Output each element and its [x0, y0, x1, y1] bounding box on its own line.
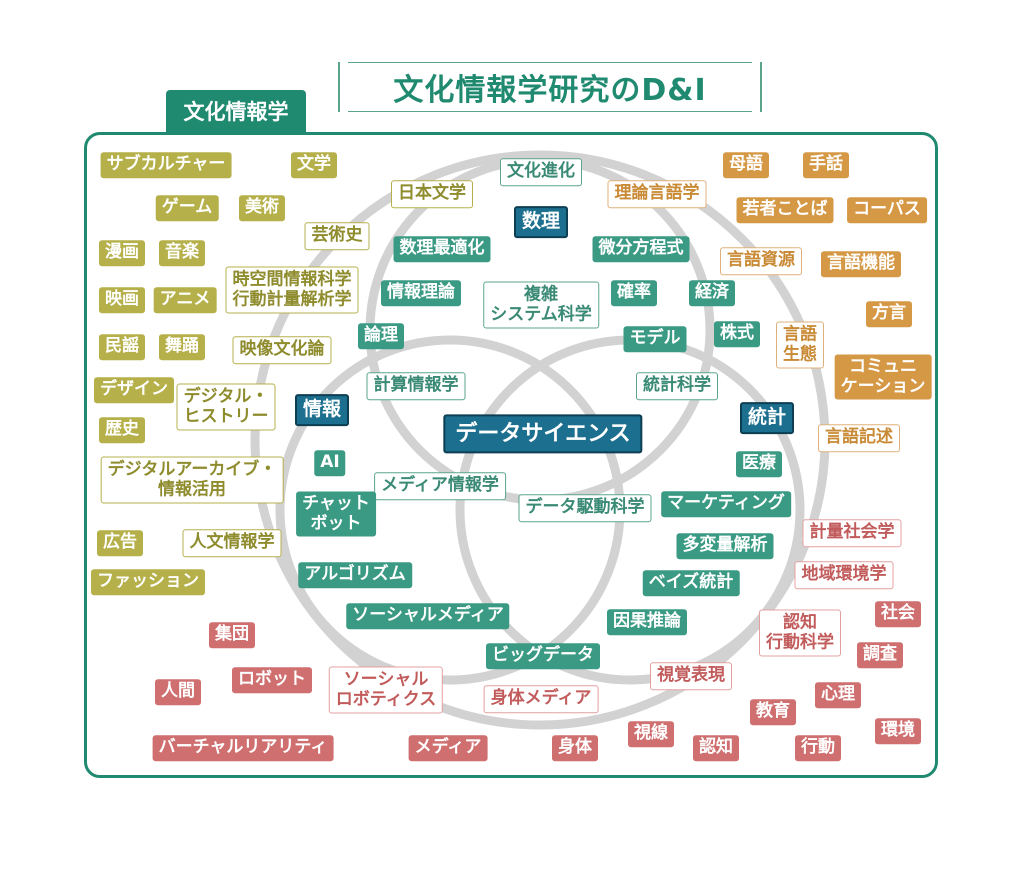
topic-tag: 民謡	[99, 334, 145, 360]
topic-tag: AI	[314, 450, 346, 476]
topic-tag: 情報	[294, 394, 350, 426]
topic-tag: 視覚表現	[650, 662, 732, 690]
topic-tag: サブカルチャー	[100, 152, 232, 178]
topic-tag: 計算情報学	[366, 372, 466, 400]
topic-tag: 文化進化	[500, 158, 582, 186]
topic-tag: 株式	[714, 321, 760, 347]
topic-tag: 情報理論	[381, 280, 461, 306]
topic-tag: 漫画	[99, 240, 145, 266]
culture-informatics-frame	[84, 132, 938, 778]
topic-tag: ビッグデータ	[486, 643, 600, 669]
topic-tag: 映像文化論	[232, 336, 332, 364]
topic-tag: 身体メディア	[483, 685, 599, 713]
topic-tag: 認知	[693, 735, 739, 761]
topic-tag: 言語機能	[821, 251, 901, 277]
topic-tag: メディア	[408, 735, 488, 761]
topic-tag: 計量社会学	[802, 519, 902, 547]
title-box: 文化情報学研究のD&I	[338, 62, 762, 112]
topic-tag: 行動	[795, 735, 841, 761]
topic-tag: 方言	[866, 301, 912, 327]
topic-tag: 広告	[97, 530, 143, 556]
topic-tag: データサイエンス	[443, 414, 643, 454]
topic-tag: 確率	[611, 280, 657, 306]
topic-tag: データ駆動科学	[518, 494, 652, 522]
topic-tag: 医療	[736, 451, 782, 477]
topic-tag: 微分方程式	[592, 236, 690, 262]
topic-tag: 言語資源	[720, 247, 802, 275]
topic-tag: デザイン	[94, 377, 174, 403]
topic-tag: ロボット	[232, 667, 312, 693]
topic-tag: チャット ボット	[296, 491, 376, 537]
topic-tag: 身体	[552, 735, 598, 761]
topic-tag: 母語	[723, 152, 769, 178]
topic-tag: 理論言語学	[607, 180, 707, 208]
topic-tag: 歴史	[99, 417, 145, 443]
topic-tag: ゲーム	[155, 195, 219, 221]
topic-tag: 舞踊	[159, 334, 205, 360]
topic-tag: 若者ことば	[736, 197, 834, 223]
topic-tag: 認知 行動科学	[759, 609, 841, 657]
topic-tag: 多変量解析	[676, 533, 774, 559]
topic-tag: 手話	[803, 152, 849, 178]
topic-tag: 時空間情報科学 行動計量解析学	[225, 266, 359, 314]
topic-tag: メディア情報学	[374, 472, 506, 500]
topic-tag: アルゴリズム	[298, 562, 412, 588]
topic-tag: 数理最適化	[393, 236, 491, 262]
topic-tag: 数理	[513, 206, 569, 238]
topic-tag: ファッション	[91, 569, 205, 595]
topic-tag: 因果推論	[607, 609, 687, 635]
topic-tag: 視線	[628, 721, 674, 747]
topic-tag: 言語 生態	[776, 321, 824, 369]
topic-tag: コーパス	[847, 197, 927, 223]
topic-tag: 映画	[99, 287, 145, 313]
topic-tag: 調査	[857, 642, 903, 668]
topic-tag: ソーシャルメディア	[346, 603, 510, 629]
topic-tag: マーケティング	[661, 491, 791, 517]
topic-tag: 統計科学	[636, 372, 718, 400]
topic-tag: 社会	[875, 601, 921, 627]
topic-tag: 地域環境学	[794, 561, 894, 589]
page-title: 文化情報学研究のD&I	[393, 73, 707, 108]
topic-tag: 文学	[291, 152, 337, 178]
topic-tag: 日本文学	[391, 180, 473, 208]
topic-tag: コミュニ ケーション	[834, 354, 932, 400]
topic-tag: 複雑 システム科学	[483, 281, 599, 329]
topic-tag: 心理	[815, 682, 861, 708]
topic-tag: 言語記述	[818, 424, 900, 452]
topic-tag: 教育	[750, 699, 796, 725]
topic-tag: 人間	[155, 679, 201, 705]
topic-tag: ソーシャル ロボティクス	[328, 666, 444, 714]
topic-tag: 統計	[739, 402, 795, 434]
topic-tag: モデル	[623, 326, 687, 352]
topic-tag: 音楽	[159, 240, 205, 266]
topic-tag: 環境	[875, 718, 921, 744]
topic-tag: 美術	[239, 195, 285, 221]
topic-tag: アニメ	[153, 287, 217, 313]
topic-tag: 芸術史	[304, 222, 370, 250]
topic-tag: ベイズ統計	[642, 570, 740, 596]
topic-tag: 論理	[358, 323, 404, 349]
topic-tag: デジタルアーカイブ・ 情報活用	[100, 456, 284, 504]
topic-tag: 経済	[689, 280, 735, 306]
topic-tag: バーチャルリアリティ	[152, 735, 334, 761]
topic-tag: 集団	[209, 622, 255, 648]
topic-tag: 人文情報学	[182, 529, 282, 557]
topic-tag: デジタル・ ヒストリー	[176, 383, 276, 431]
frame-label: 文化情報学	[166, 90, 306, 132]
